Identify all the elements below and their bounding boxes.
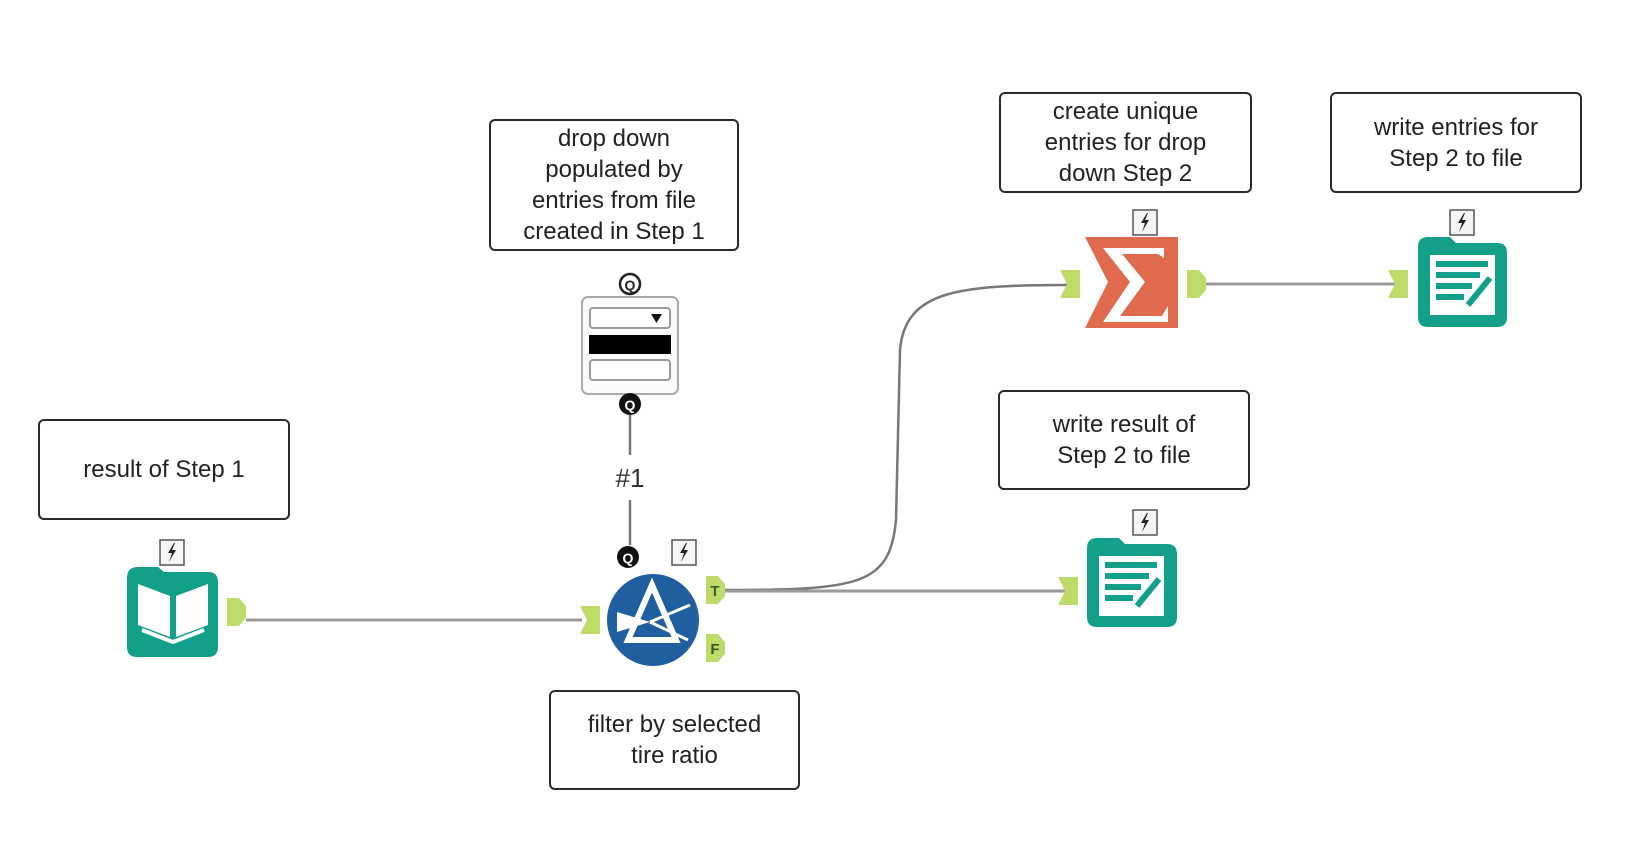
comment-dropdown[interactable]: drop down populated by entries from file… [489, 119, 739, 251]
false-anchor[interactable]: F [706, 634, 725, 662]
comment-step1[interactable]: result of Step 1 [38, 419, 290, 520]
svg-text:T: T [710, 583, 719, 600]
question-anchor-filter-label: Q [623, 550, 634, 566]
connection-label: #1 [616, 463, 645, 493]
dropdown-tool[interactable]: Q Q [581, 272, 679, 415]
filter-tool[interactable]: Q T F [580, 539, 725, 666]
input-anchor[interactable] [580, 606, 600, 634]
svg-text:F: F [710, 641, 719, 658]
comment-summarize[interactable]: create unique entries for drop down Step… [999, 92, 1252, 193]
comment-write-entries[interactable]: write entries for Step 2 to file [1330, 92, 1582, 193]
question-anchor-bottom[interactable] [619, 393, 641, 415]
comment-write-result[interactable]: write result of Step 2 to file [998, 390, 1250, 490]
question-anchor-top-label: Q [625, 277, 636, 293]
run-indicator-icon [1132, 509, 1158, 536]
output-result-tool[interactable] [1058, 509, 1177, 627]
run-indicator-icon [159, 539, 185, 566]
output-anchor[interactable] [227, 598, 246, 626]
question-anchor-bottom-label: Q [625, 397, 636, 413]
question-anchor-filter[interactable] [617, 546, 639, 568]
question-anchor-top[interactable] [618, 272, 642, 296]
input-data-tool[interactable] [127, 539, 246, 657]
run-indicator-icon [1132, 209, 1158, 236]
run-indicator-icon [671, 539, 697, 566]
output-anchor[interactable] [1187, 270, 1206, 298]
output-entries-tool[interactable] [1388, 209, 1507, 327]
comment-filter[interactable]: filter by selected tire ratio [549, 690, 800, 790]
true-anchor[interactable]: T [706, 576, 725, 604]
summarize-tool[interactable] [1060, 209, 1206, 328]
run-indicator-icon [1449, 209, 1475, 236]
connection-filter-true-to-summarize[interactable] [724, 283, 1069, 592]
